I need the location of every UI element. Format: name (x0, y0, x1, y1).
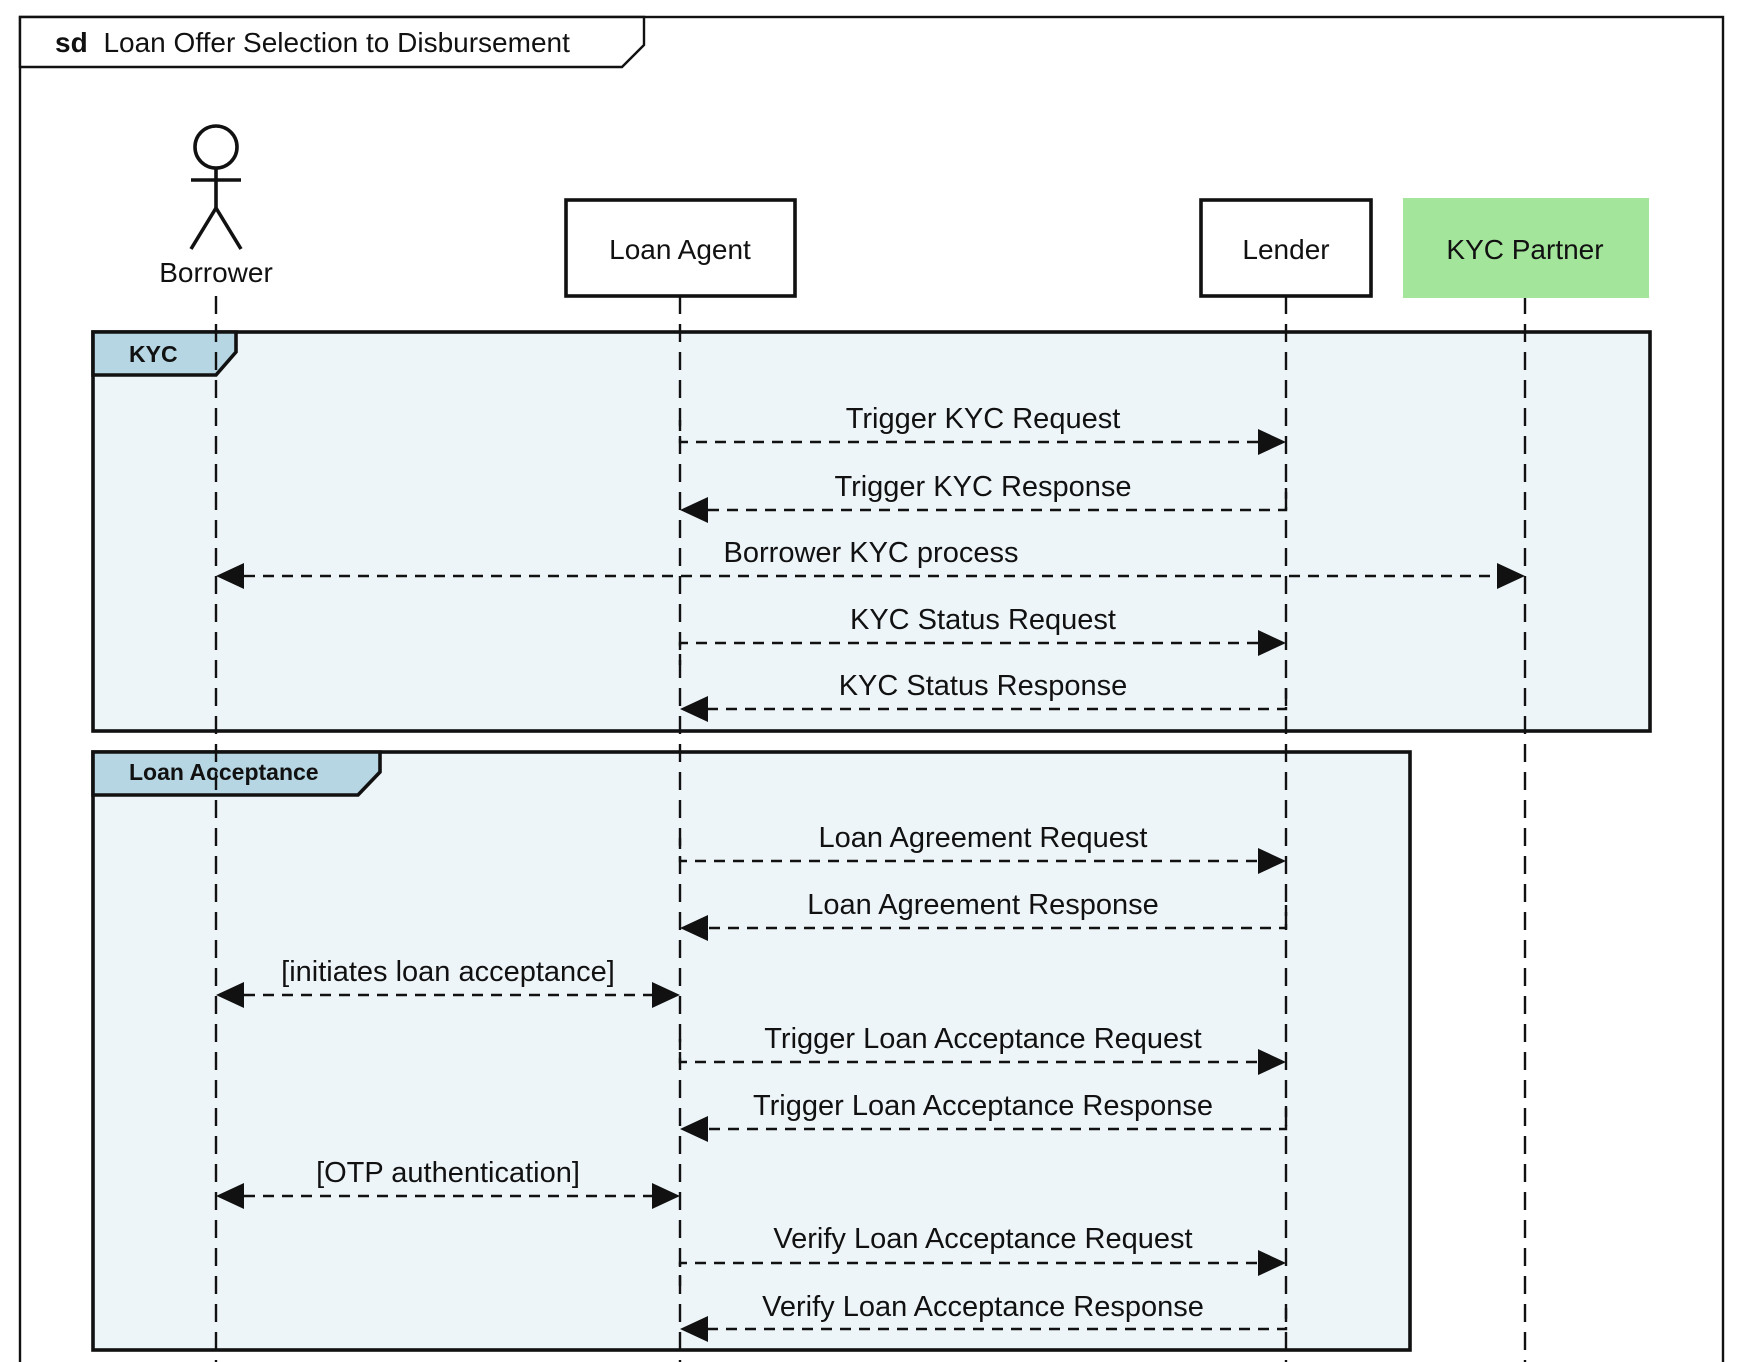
fragment-loan-acceptance: Loan Acceptance (91, 750, 1412, 1352)
message-label: KYC Status Request (850, 604, 1116, 636)
message-trigger-kyc-request: Trigger KYC Request (678, 403, 1286, 455)
message-otp-authentication: [OTP authentication] (216, 1157, 680, 1209)
message-kyc-status-response: KYC Status Response (680, 670, 1288, 722)
message-label: [OTP authentication] (316, 1157, 580, 1189)
arrowhead-right (652, 1183, 680, 1209)
arrowhead-right (1258, 1049, 1286, 1075)
fragment-loan-acceptance-tab (91, 750, 382, 797)
diagram-title-text: Loan Offer Selection to Disbursement (103, 27, 570, 58)
message-kyc-status-request: KYC Status Request (678, 604, 1286, 665)
arrowhead-left (680, 696, 708, 722)
participant-lender: Lender (1199, 198, 1373, 298)
arrowhead-right (1258, 1250, 1286, 1276)
fragment-kyc: KYC (91, 330, 1652, 733)
message-label: [initiates loan acceptance] (281, 956, 615, 988)
message-label: KYC Status Response (839, 670, 1128, 702)
message-label: Trigger Loan Acceptance Request (764, 1023, 1201, 1055)
diagram-keyword: sd (55, 27, 88, 58)
fragment-kyc-label: KYC (129, 341, 178, 367)
participant-borrower-label: Borrower (159, 257, 273, 288)
message-label: Trigger KYC Response (834, 471, 1131, 503)
message-line (708, 905, 1288, 930)
message-initiates-loan-acceptance: [initiates loan acceptance] (216, 956, 680, 1008)
arrowhead-right (1497, 563, 1525, 589)
message-loan-agreement-response: Loan Agreement Response (680, 889, 1288, 941)
message-line (678, 1039, 1258, 1064)
arrowhead-left (680, 497, 708, 523)
participant-lender-box (1199, 198, 1373, 298)
participant-borrower: Borrower (159, 124, 273, 288)
message-label: Loan Agreement Request (819, 822, 1148, 854)
message-label: Trigger Loan Acceptance Response (753, 1090, 1213, 1122)
message-label: Verify Loan Acceptance Response (762, 1291, 1204, 1323)
message-line (678, 420, 1258, 444)
participant-lender-label: Lender (1242, 234, 1329, 265)
message-label: Verify Loan Acceptance Request (773, 1223, 1192, 1255)
message-line (708, 488, 1288, 512)
message-trigger-kyc-response: Trigger KYC Response (680, 471, 1288, 523)
message-label: Loan Agreement Response (807, 889, 1158, 921)
message-borrower-kyc-process: Borrower KYC process (216, 537, 1525, 589)
arrowhead-right (1258, 429, 1286, 455)
diagram-frame-tab (18, 15, 646, 69)
message-trigger-loan-acceptance-response: Trigger Loan Acceptance Response (680, 1090, 1288, 1142)
message-verify-loan-acceptance-response: Verify Loan Acceptance Response (680, 1291, 1288, 1342)
arrowhead-left (680, 1116, 708, 1142)
fragment-loan-acceptance-box (91, 750, 1412, 1352)
message-verify-loan-acceptance-request: Verify Loan Acceptance Request (678, 1223, 1286, 1286)
diagram-title: sd Loan Offer Selection to Disbursement (55, 27, 570, 58)
message-trigger-loan-acceptance-request: Trigger Loan Acceptance Request (678, 1023, 1286, 1075)
fragment-loan-acceptance-label: Loan Acceptance (129, 759, 319, 785)
arrowhead-left (216, 563, 244, 589)
participant-kyc-partner-box (1403, 198, 1649, 298)
message-label: Borrower KYC process (724, 537, 1019, 569)
message-line (708, 1308, 1288, 1331)
arrowhead-right (652, 982, 680, 1008)
arrowhead-left (680, 1316, 708, 1342)
fragment-kyc-tab (91, 330, 238, 377)
arrowhead-left (216, 982, 244, 1008)
fragment-kyc-box (91, 330, 1652, 733)
stick-figure-icon (189, 124, 243, 250)
arrowhead-right (1258, 630, 1286, 656)
message-line (678, 1261, 1258, 1286)
arrowhead-left (216, 1183, 244, 1209)
message-label: Trigger KYC Request (846, 403, 1121, 435)
arrowhead-right (1258, 848, 1286, 874)
participant-loan-agent-box (564, 198, 797, 298)
message-line (708, 688, 1288, 711)
participant-loan-agent-label: Loan Agent (609, 234, 751, 265)
participant-loan-agent: Loan Agent (564, 198, 797, 298)
message-loan-agreement-request: Loan Agreement Request (678, 822, 1286, 874)
message-line (708, 1106, 1288, 1131)
participant-kyc-partner: KYC Partner (1403, 198, 1649, 298)
participant-kyc-partner-label: KYC Partner (1446, 234, 1603, 265)
message-line (678, 838, 1258, 863)
arrowhead-left (680, 915, 708, 941)
message-line (678, 641, 1258, 665)
